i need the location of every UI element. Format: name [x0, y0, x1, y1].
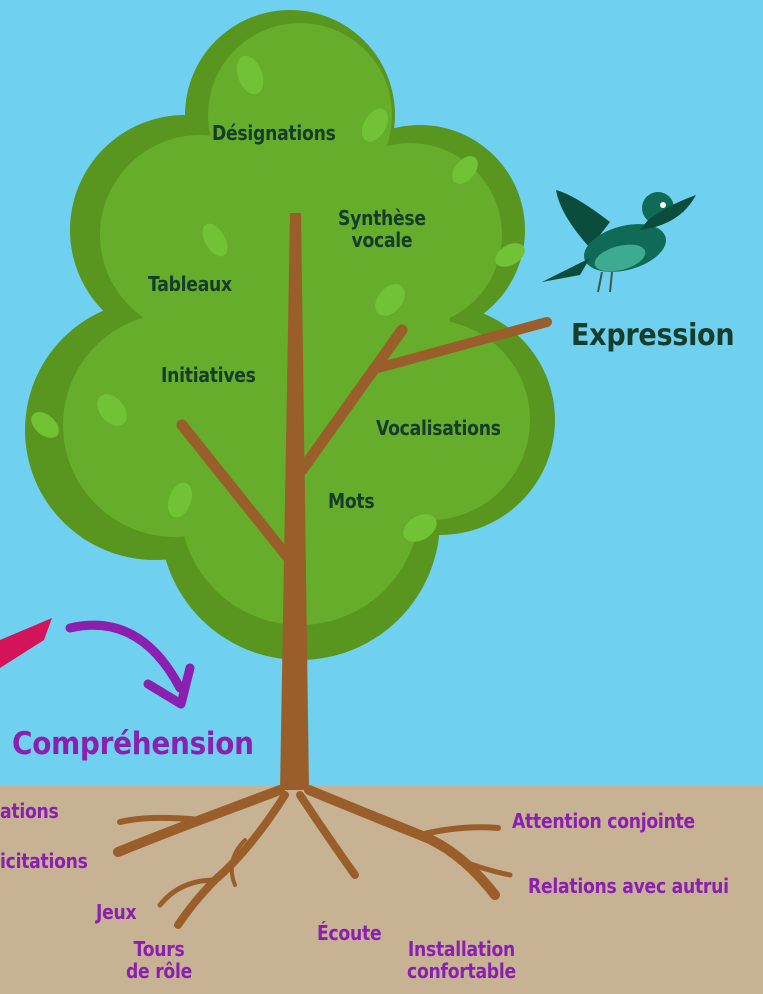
tree-foliage [25, 10, 555, 660]
installation-line1: Installation [407, 937, 516, 961]
root-label-jeux: Jeux [96, 900, 137, 924]
leaf-label-tableaux: Tableaux [148, 272, 232, 296]
tree-roots [113, 785, 513, 929]
leaf-label-designations: Désignations [212, 121, 336, 145]
root-label-icitations: icitations [0, 849, 88, 873]
leaf-label-initiatives: Initiatives [161, 363, 256, 387]
leaf-label-mots: Mots [328, 489, 375, 513]
root-label-ecoute: Écoute [317, 921, 382, 945]
root-label-installation-confortable: Installation confortable [407, 938, 516, 982]
synthese-line2: vocale [351, 228, 413, 252]
root-label-attention-conjointe: Attention conjointe [512, 809, 695, 833]
tours-line2: de rôle [126, 959, 193, 983]
synthese-line1: Synthèse [338, 206, 426, 230]
comprehension-label: Compréhension [12, 726, 254, 762]
tours-line1: Tours [133, 937, 185, 961]
expression-label: Expression [571, 318, 735, 353]
root-label-relations-avec-autrui: Relations avec autrui [528, 874, 729, 898]
leaf-label-vocalisations: Vocalisations [376, 416, 501, 440]
tree-trunk [176, 213, 552, 790]
comprehension-arrow [65, 620, 195, 709]
pink-arrow-tip [0, 618, 52, 668]
root-label-tours-de-role: Tours de rôle [126, 938, 192, 982]
installation-line2: confortable [407, 959, 516, 983]
root-label-ations: ations [0, 799, 59, 823]
bird-icon [542, 190, 696, 293]
leaf-label-synthese-vocale: Synthèse vocale [338, 207, 426, 251]
